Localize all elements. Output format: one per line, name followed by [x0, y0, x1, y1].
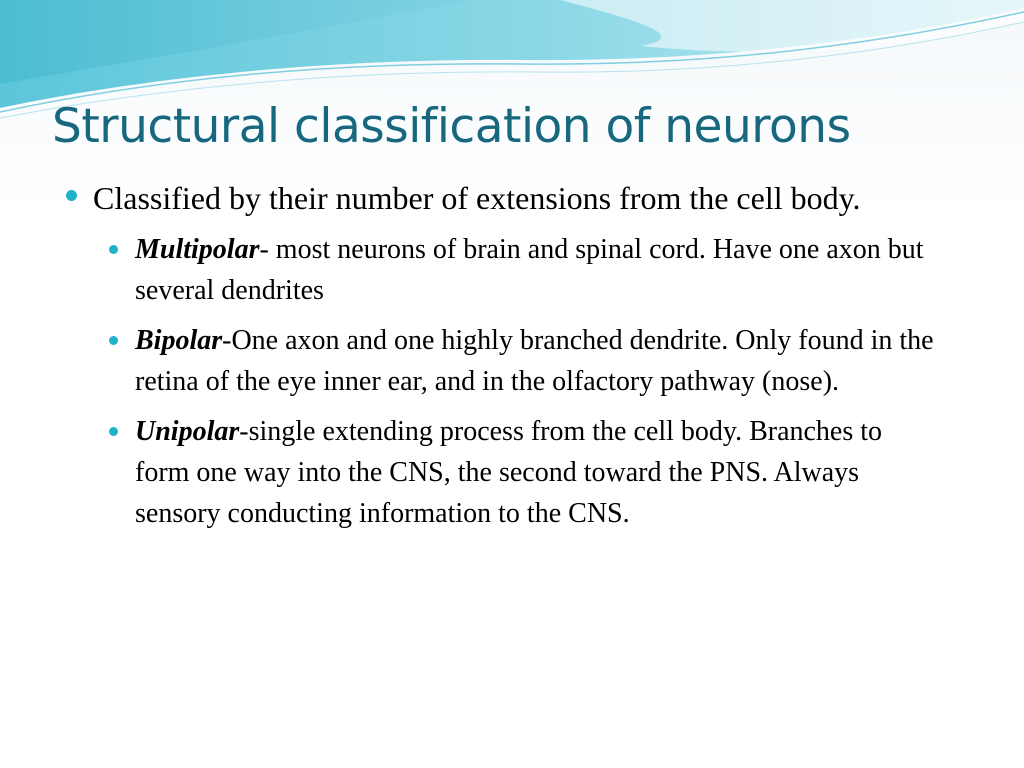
term-label: Unipolar — [135, 416, 240, 447]
bullet-text: Classified by their number of extensions… — [93, 180, 861, 216]
list-item: Classified by their number of extensions… — [66, 178, 966, 534]
slide-content: Classified by their number of extensions… — [66, 178, 966, 543]
list-item-bipolar: Bipolar-One axon and one highly branched… — [93, 320, 935, 402]
bullet-dot-icon — [109, 427, 118, 436]
bullet-dot-icon — [66, 190, 77, 201]
wave-header-decoration — [0, 0, 1024, 119]
term-description: -One axon and one highly branched dendri… — [135, 325, 934, 397]
sub-bullet-list: Multipolar- most neurons of brain and sp… — [93, 229, 966, 534]
term-label: Bipolar — [135, 325, 223, 356]
list-item-unipolar: Unipolar-single extending process from t… — [93, 411, 935, 534]
page-title: Structural classification of neurons — [52, 99, 851, 154]
term-description: -single extending process from the cell … — [135, 416, 883, 529]
term-label: Multipolar — [135, 234, 260, 265]
bullet-dot-icon — [109, 336, 118, 345]
list-item-multipolar: Multipolar- most neurons of brain and sp… — [93, 229, 935, 311]
bullet-list: Classified by their number of extensions… — [66, 178, 966, 534]
term-description: - most neurons of brain and spinal cord.… — [135, 234, 924, 306]
bullet-dot-icon — [109, 245, 118, 254]
